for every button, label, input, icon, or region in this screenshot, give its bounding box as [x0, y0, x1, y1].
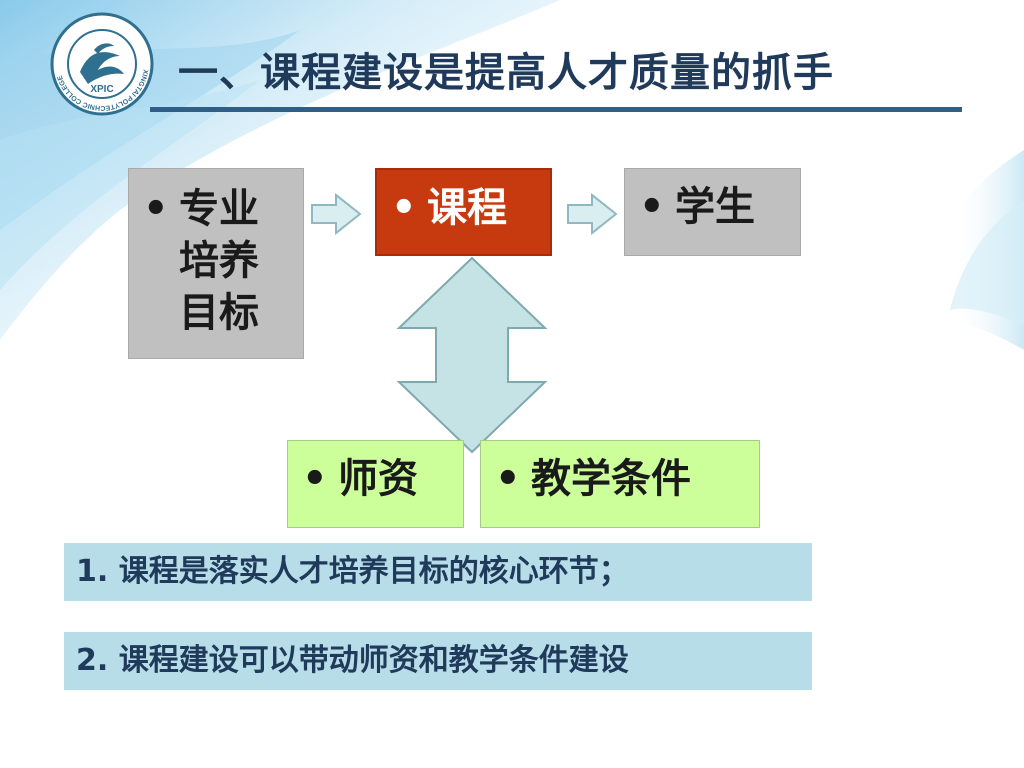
node-label: 学生	[675, 184, 755, 230]
node-label: 课程	[427, 185, 507, 231]
logo-monogram: XPIC	[90, 84, 113, 95]
title-underline	[150, 107, 962, 112]
bullet-icon: •	[495, 456, 521, 502]
arrow-goal-to-course	[311, 192, 362, 236]
bullet-icon: •	[302, 456, 328, 502]
bullet-icon: •	[143, 186, 169, 232]
slide-title: 一、课程建设是提高人才质量的抓手	[178, 50, 834, 96]
node-teachers: • 师资	[287, 440, 464, 528]
node-teaching-conditions: • 教学条件	[480, 440, 760, 528]
node-student: • 学生	[624, 168, 801, 256]
summary-point-1: 1. 课程是落实人才培养目标的核心环节；	[64, 543, 812, 601]
college-seal-logo: XPIC XINGTAI POLYTECHNIC COLLEGE	[50, 12, 154, 116]
arrow-course-to-student	[567, 192, 618, 236]
node-label: 教学条件	[531, 456, 691, 502]
bullet-icon: •	[639, 184, 665, 230]
summary-point-2: 2. 课程建设可以带动师资和教学条件建设	[64, 632, 812, 690]
node-label: 师资	[338, 456, 418, 502]
node-course: • 课程	[375, 168, 552, 256]
node-professional-goal: • 专业培养目标	[128, 168, 304, 359]
bullet-icon: •	[391, 185, 417, 231]
node-label: 专业培养目标	[179, 186, 259, 336]
double-arrow-course-conditions	[396, 256, 548, 454]
